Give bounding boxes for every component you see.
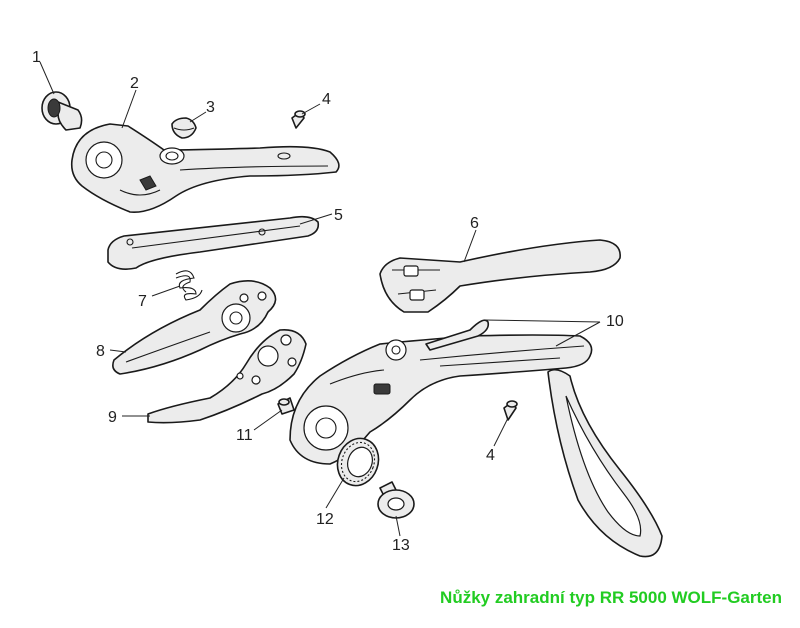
- callout-5: 5: [334, 207, 343, 224]
- leader-lines: [39, 61, 601, 537]
- callout-10: 10: [606, 313, 624, 330]
- callout-numbers: 1 2 3 4 5 6 7 8 9 10 11 4 12 13: [32, 49, 624, 554]
- part-5-blade-cover: [107, 215, 320, 270]
- part-3-small-cap: [171, 117, 197, 139]
- part-10-lower-handle: [289, 334, 593, 465]
- callout-13: 13: [392, 537, 410, 554]
- part-4-screw-lower: [503, 400, 518, 421]
- callout-2: 2: [130, 75, 139, 92]
- part-4-screw-upper: [291, 110, 306, 129]
- part-1-cap-nut: [41, 91, 83, 131]
- callout-8: 8: [96, 343, 105, 360]
- callout-9: 9: [108, 409, 117, 426]
- callout-6: 6: [470, 215, 479, 232]
- callout-1: 1: [32, 49, 41, 66]
- callout-3: 3: [206, 99, 215, 116]
- callout-7: 7: [138, 293, 147, 310]
- part-6-grip-cover: [379, 239, 621, 313]
- part-2-upper-handle: [70, 123, 340, 213]
- callout-11: 11: [236, 427, 253, 444]
- callout-4-lower: 4: [486, 447, 495, 464]
- part-8-blade: [112, 280, 277, 375]
- part-7-spring: [175, 270, 203, 301]
- callout-4-upper: 4: [322, 91, 331, 108]
- part-12-washer: [336, 437, 380, 487]
- diagram-caption: Nůžky zahradní typ RR 5000 WOLF-Garten: [440, 588, 782, 607]
- part-13-pivot-bolt: [377, 481, 415, 519]
- part-9-anvil: [147, 328, 307, 424]
- callout-12: 12: [316, 511, 334, 528]
- handle-strap: [547, 368, 663, 558]
- part-10-pin: [425, 319, 490, 351]
